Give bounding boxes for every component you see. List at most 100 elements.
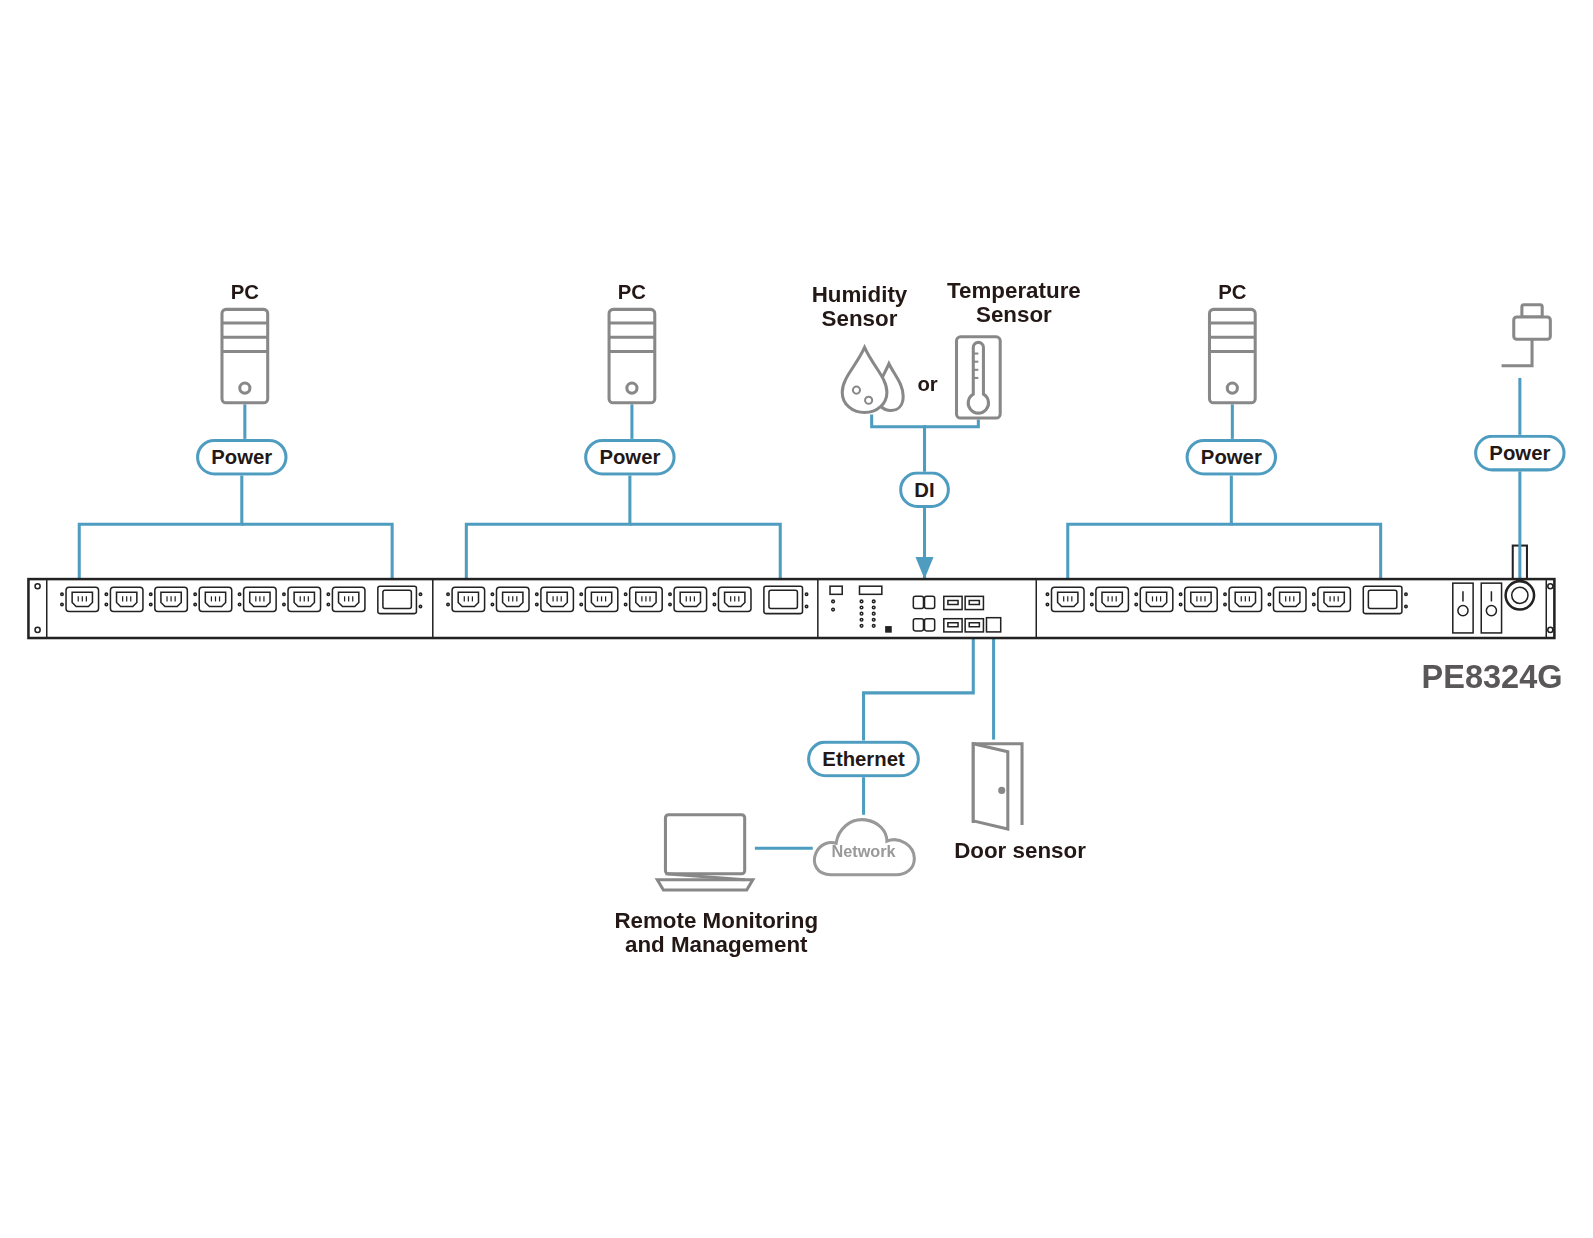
drawing-stroke xyxy=(734,596,735,601)
drawing-stroke xyxy=(105,593,107,595)
drawing-stroke xyxy=(1506,581,1534,609)
drawing-stroke xyxy=(1245,596,1246,601)
drawing-stroke xyxy=(872,618,875,621)
drawing-stroke xyxy=(211,596,212,601)
pill-label: Power xyxy=(1201,445,1262,469)
drawing-stroke xyxy=(283,603,285,605)
drawing-stroke xyxy=(609,322,655,325)
drawing-stroke xyxy=(1273,587,1306,611)
drawing-stroke xyxy=(669,593,671,595)
drawing-stroke xyxy=(925,619,935,631)
drawing-stroke xyxy=(66,587,99,611)
drawing-stroke xyxy=(458,592,478,606)
drawing-stroke xyxy=(1209,309,1255,402)
drawing-stroke xyxy=(1318,587,1351,611)
drawing-stroke xyxy=(665,815,744,874)
drawing-stroke xyxy=(1363,586,1402,613)
drawing-stroke xyxy=(130,596,131,601)
door-sensor: Door sensor xyxy=(969,740,1026,831)
drawing-stroke xyxy=(263,596,264,601)
drawing-stroke xyxy=(1209,336,1255,339)
drawing-stroke xyxy=(1067,596,1068,601)
drawing-stroke xyxy=(1224,603,1226,605)
drawing-stroke xyxy=(764,586,803,613)
drawing-stroke xyxy=(1036,580,1038,637)
drawing-stroke xyxy=(853,387,860,394)
connector xyxy=(992,638,995,740)
drawing-stroke xyxy=(1313,593,1315,595)
drawing-stroke xyxy=(194,603,196,605)
bracket-leg xyxy=(242,524,392,579)
drawing-stroke xyxy=(432,580,434,637)
drawing-stroke xyxy=(1491,591,1493,601)
drawing-stroke xyxy=(968,342,988,413)
drawing-stroke xyxy=(150,603,152,605)
connection-pill: Power xyxy=(584,439,675,476)
drawing-stroke xyxy=(865,397,872,404)
drawing-stroke xyxy=(1204,596,1205,601)
drawing-stroke xyxy=(28,579,1554,638)
connector xyxy=(864,638,974,741)
drawing-stroke xyxy=(72,592,92,606)
drawing-stroke xyxy=(222,336,268,339)
drawing-stroke xyxy=(969,600,979,604)
pdu-unit-drawing xyxy=(28,579,1554,638)
connection-pill: DI xyxy=(899,471,950,508)
drawing-stroke xyxy=(561,596,562,601)
drawing-stroke xyxy=(1091,603,1093,605)
drawing-stroke xyxy=(452,587,485,611)
drawing-stroke xyxy=(973,744,1008,829)
drawing-stroke xyxy=(1096,587,1129,611)
connector xyxy=(1068,475,1232,579)
drawing-stroke xyxy=(686,596,687,601)
node-label: Door sensor xyxy=(934,839,1107,863)
drawing-stroke xyxy=(300,596,301,601)
temperature-sensor: Temperature Sensor xyxy=(955,335,1002,419)
drawing-stroke xyxy=(832,600,835,603)
drawing-stroke xyxy=(175,596,176,601)
drawing-stroke xyxy=(969,623,979,627)
drawing-stroke xyxy=(166,596,167,601)
drawing-stroke xyxy=(294,592,314,606)
node-label: PC xyxy=(601,279,662,303)
drawing-stroke xyxy=(580,603,582,605)
drawing-stroke xyxy=(1486,606,1496,616)
model-name: PE8324G xyxy=(1422,658,1563,695)
drawing-stroke xyxy=(1462,591,1464,601)
connector xyxy=(755,847,813,850)
drawing-stroke xyxy=(645,596,646,601)
drawing-stroke xyxy=(1329,596,1330,601)
drawing-stroke xyxy=(222,350,268,353)
drawing-stroke xyxy=(636,592,656,606)
drawing-stroke xyxy=(872,625,875,628)
drawing-stroke xyxy=(1324,592,1344,606)
drawing-stroke xyxy=(597,596,598,601)
drawing-stroke xyxy=(86,596,87,601)
drawing-stroke xyxy=(82,596,83,601)
drawing-stroke xyxy=(860,618,863,621)
pc-icon: PC xyxy=(220,308,269,405)
connector xyxy=(925,420,979,472)
node-label: PC xyxy=(1202,279,1263,303)
pill-label: Power xyxy=(211,445,272,469)
pc-icon-drawing xyxy=(608,308,657,405)
drawing-stroke xyxy=(1179,603,1181,605)
connector xyxy=(1231,404,1234,439)
drawing-stroke xyxy=(585,587,618,611)
drawing-stroke xyxy=(447,603,449,605)
drawing-stroke xyxy=(516,596,517,601)
drawing-stroke xyxy=(665,874,744,880)
drawing-stroke xyxy=(986,618,1000,632)
drawing-stroke xyxy=(580,593,582,595)
drawing-stroke xyxy=(690,596,691,601)
drawing-stroke xyxy=(1185,587,1218,611)
drawing-stroke xyxy=(886,627,891,632)
drawing-stroke xyxy=(1140,587,1173,611)
connector xyxy=(862,777,865,815)
drawing-stroke xyxy=(541,587,574,611)
drawing-stroke xyxy=(508,596,509,601)
connector xyxy=(1518,471,1521,579)
drawing-stroke xyxy=(944,596,962,609)
drawing-stroke xyxy=(925,596,935,608)
drawing-stroke xyxy=(805,593,807,595)
